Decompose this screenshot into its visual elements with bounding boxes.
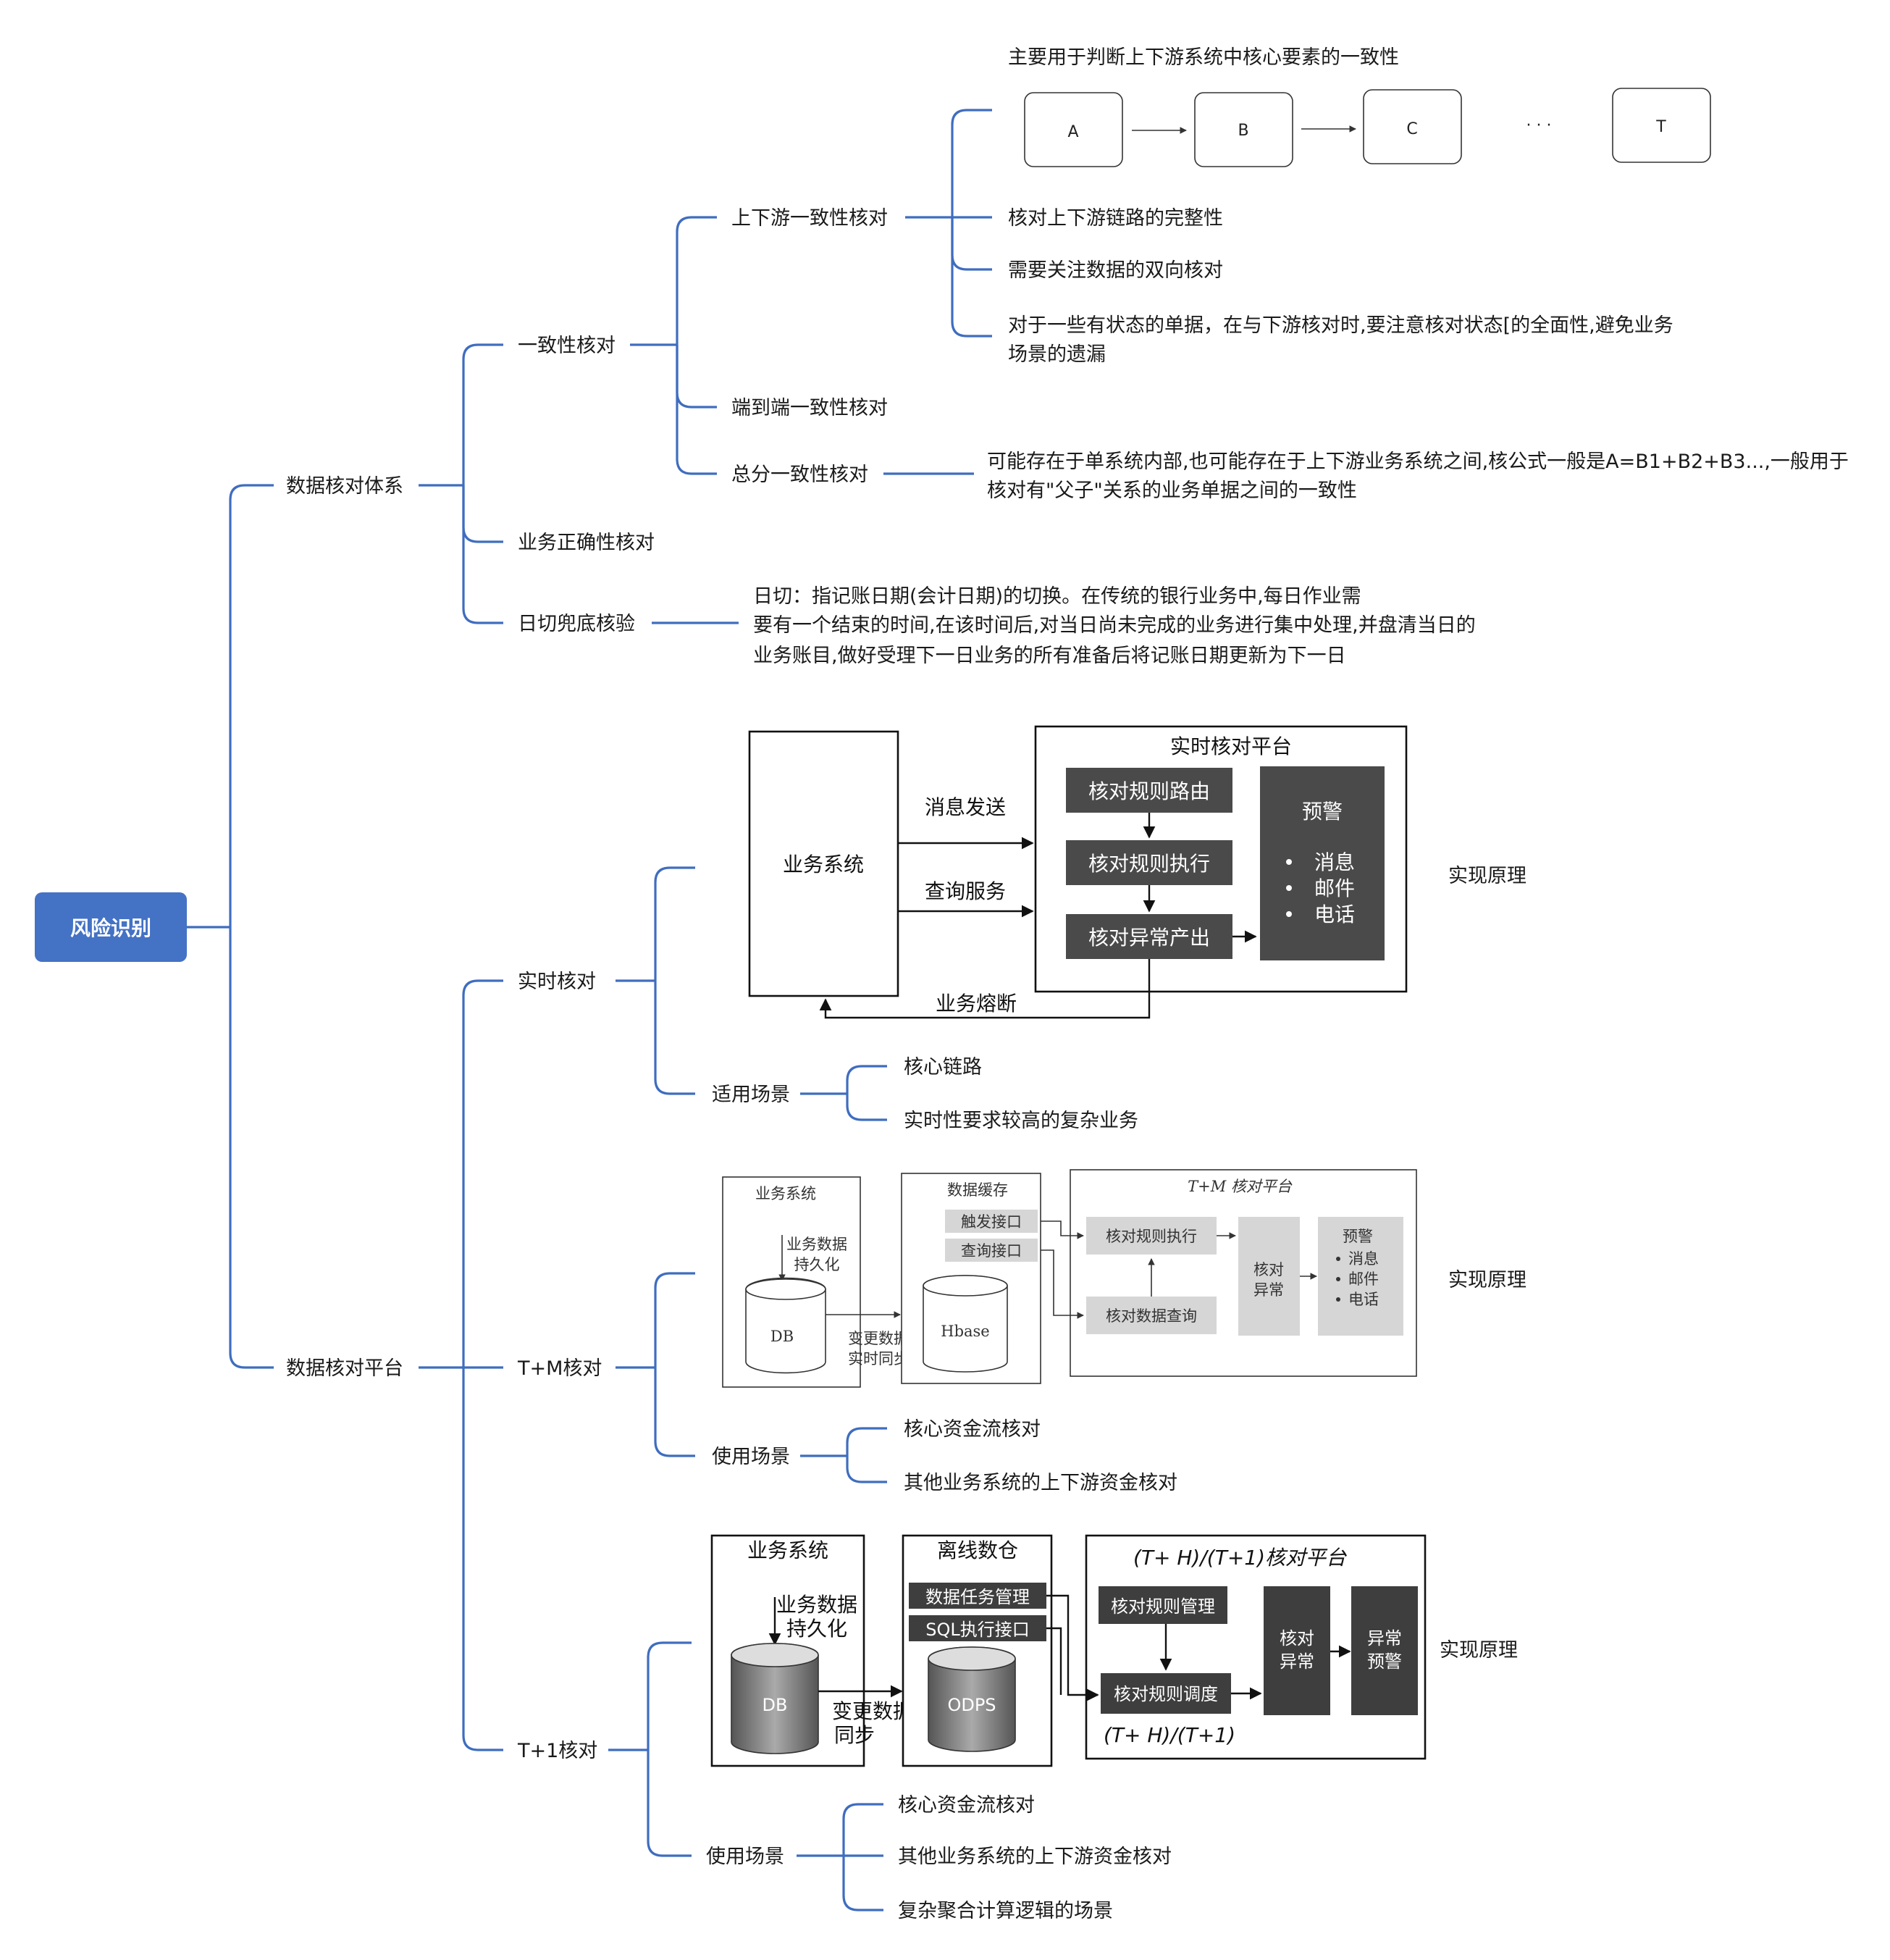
updown-note-3a: 对于一些有状态的单据，在与下游核对时,要注意核对状态[的全面性,避免业务 [1008, 314, 1673, 337]
svg-text:(T+ H)/(T+1)核对平台: (T+ H)/(T+1)核对平台 [1133, 1546, 1347, 1570]
node-realtime[interactable]: 实时核对 [518, 971, 596, 993]
node-total-consistency[interactable]: 总分一致性核对 [731, 464, 868, 486]
node-tm-scenes[interactable]: 使用场景 [712, 1446, 790, 1468]
svg-text:变更数据: 变更数据 [832, 1699, 913, 1723]
svg-text:邮件: 邮件 [1348, 1270, 1379, 1288]
t1-principle: 实现原理 [1440, 1639, 1518, 1662]
t1-figure: 业务系统 业务数据 持久化 DB 变更数据 同步 离线数仓 数据任务管理 SQL… [710, 1534, 1427, 1767]
rt-msg: 消息发送 [925, 795, 1006, 819]
t1-scene-2: 其他业务系统的上下游资金核对 [898, 1846, 1172, 1868]
root-label: 风险识别 [70, 916, 151, 940]
svg-text:SQL执行接口: SQL执行接口 [925, 1620, 1030, 1640]
svg-text:数据任务管理: 数据任务管理 [925, 1587, 1030, 1607]
updown-note-3b: 场景的遗漏 [1008, 343, 1106, 366]
updown-note-2: 需要关注数据的双向核对 [1008, 259, 1223, 282]
svg-text:异常: 异常 [1367, 1628, 1402, 1649]
updown-desc-title: 主要用于判断上下游系统中核心要素的一致性 [1008, 46, 1399, 69]
rt-fuse: 业务熔断 [936, 992, 1017, 1015]
node-business-correctness[interactable]: 业务正确性核对 [518, 532, 655, 554]
node-updown-consistency[interactable]: 上下游一致性核对 [731, 207, 888, 230]
branch-lines [187, 109, 992, 1911]
daycut-desc-1: 日切：指记账日期(会计日期)的切换。在传统的银行业务中,每日作业需 [753, 585, 1361, 608]
svg-text:Hbase: Hbase [941, 1323, 989, 1340]
svg-text:预警: 预警 [1343, 1228, 1373, 1245]
daycut-desc-3: 业务账目,做好受理下一日业务的所有准备后将记账日期更新为下一日 [753, 645, 1346, 667]
tm-figure: 业务系统 业务数据 持久化 DB 变更数据 实时同步 数据缓存 触发接口 查询接… [722, 1169, 1417, 1388]
node-daycut[interactable]: 日切兜底核验 [518, 613, 635, 635]
chain-node-a: A [1067, 123, 1078, 141]
daycut-desc-2: 要有一个结束的时间,在该时间后,对当日尚未完成的业务进行集中处理,并盘清当日的 [753, 614, 1476, 637]
svg-text:数据缓存: 数据缓存 [947, 1181, 1008, 1199]
node-data-check-system[interactable]: 数据核对体系 [286, 475, 403, 498]
svg-text:触发接口: 触发接口 [961, 1213, 1022, 1231]
rt-route: 核对规则路由 [1088, 779, 1210, 803]
node-e2e-consistency[interactable]: 端到端一致性核对 [731, 397, 888, 419]
rt-alert: 预警 [1302, 800, 1343, 824]
realtime-figure: 业务系统 实时核对平台 核对规则路由 核对规则执行 核对异常产出 预警 消息 邮… [748, 725, 1408, 1019]
realtime-principle: 实现原理 [1448, 865, 1526, 887]
rt-biz-system [748, 730, 899, 997]
node-tm[interactable]: T+M核对 [517, 1357, 602, 1380]
realtime-scene-1: 核心链路 [904, 1056, 982, 1079]
rt-abnormal: 核对异常产出 [1088, 926, 1210, 950]
node-t1[interactable]: T+1核对 [517, 1740, 597, 1762]
svg-text:查询接口: 查询接口 [961, 1242, 1022, 1260]
chain-ellipsis: · · · [1526, 117, 1552, 135]
svg-text:核对规则调度: 核对规则调度 [1114, 1684, 1218, 1704]
rt-alert-mail: 邮件 [1314, 876, 1355, 900]
svg-text:业务系统: 业务系统 [755, 1185, 816, 1202]
svg-text:同步: 同步 [834, 1723, 875, 1747]
svg-text:核对规则管理: 核对规则管理 [1111, 1596, 1215, 1617]
svg-text:业务数据: 业务数据 [776, 1593, 857, 1617]
svg-text:电话: 电话 [1348, 1291, 1379, 1308]
svg-text:DB: DB [770, 1328, 794, 1345]
rt-biz-label: 业务系统 [783, 853, 864, 876]
svg-text:离线数仓: 离线数仓 [937, 1538, 1018, 1562]
svg-text:ODPS: ODPS [947, 1695, 996, 1715]
rt-platform-label: 实时核对平台 [1170, 734, 1292, 758]
node-realtime-scenes[interactable]: 适用场景 [712, 1084, 790, 1106]
tm-scene-1: 核心资金流核对 [904, 1418, 1041, 1441]
svg-text:异常: 异常 [1253, 1281, 1284, 1299]
rt-exec: 核对规则执行 [1088, 852, 1210, 876]
svg-text:异常: 异常 [1280, 1651, 1314, 1672]
total-desc-1: 可能存在于单系统内部,也可能存在于上下游业务系统之间,核公式一般是A=B1+B2… [987, 451, 1849, 473]
node-t1-scenes[interactable]: 使用场景 [706, 1846, 784, 1868]
svg-text:实时同步: 实时同步 [848, 1350, 909, 1368]
node-consistency[interactable]: 一致性核对 [518, 335, 616, 357]
t1-scene-3: 复杂聚合计算逻辑的场景 [898, 1900, 1113, 1922]
t1-scene-1: 核心资金流核对 [898, 1794, 1035, 1817]
chain-node-c: C [1406, 120, 1417, 138]
svg-text:预警: 预警 [1367, 1651, 1402, 1672]
updown-chain-figure: A B C · · · T [1024, 88, 1711, 167]
realtime-scene-2: 实时性要求较高的复杂业务 [904, 1110, 1138, 1132]
svg-text:持久化: 持久化 [794, 1256, 840, 1273]
svg-text:核对: 核对 [1253, 1261, 1284, 1278]
svg-text:业务数据: 业务数据 [786, 1236, 847, 1253]
svg-text:DB: DB [763, 1695, 788, 1715]
svg-text:消息: 消息 [1348, 1250, 1379, 1268]
rt-alert-phone: 电话 [1314, 902, 1355, 926]
svg-text:核对数据查询: 核对数据查询 [1106, 1307, 1197, 1325]
rt-query: 查询服务 [925, 879, 1006, 903]
total-desc-2: 核对有"父子"关系的业务单据之间的一致性 [987, 479, 1357, 502]
svg-text:核对规则执行: 核对规则执行 [1106, 1228, 1197, 1245]
updown-note-1: 核对上下游链路的完整性 [1008, 207, 1223, 230]
svg-text:持久化: 持久化 [786, 1617, 847, 1641]
svg-text:业务系统: 业务系统 [747, 1538, 828, 1562]
chain-node-b: B [1238, 122, 1248, 140]
svg-text:(T+ H)/(T+1): (T+ H)/(T+1) [1104, 1723, 1235, 1747]
svg-text:变更数据: 变更数据 [848, 1330, 909, 1347]
tm-principle: 实现原理 [1448, 1269, 1526, 1291]
node-data-check-platform[interactable]: 数据核对平台 [286, 1357, 403, 1380]
root-node[interactable] [35, 892, 187, 962]
tm-scene-2: 其他业务系统的上下游资金核对 [904, 1472, 1177, 1494]
svg-text:核对: 核对 [1280, 1628, 1314, 1649]
rt-alert-msg: 消息 [1314, 850, 1355, 874]
chain-node-t: T [1655, 118, 1666, 136]
svg-text:T+M 核对平台: T+M 核对平台 [1188, 1178, 1293, 1195]
